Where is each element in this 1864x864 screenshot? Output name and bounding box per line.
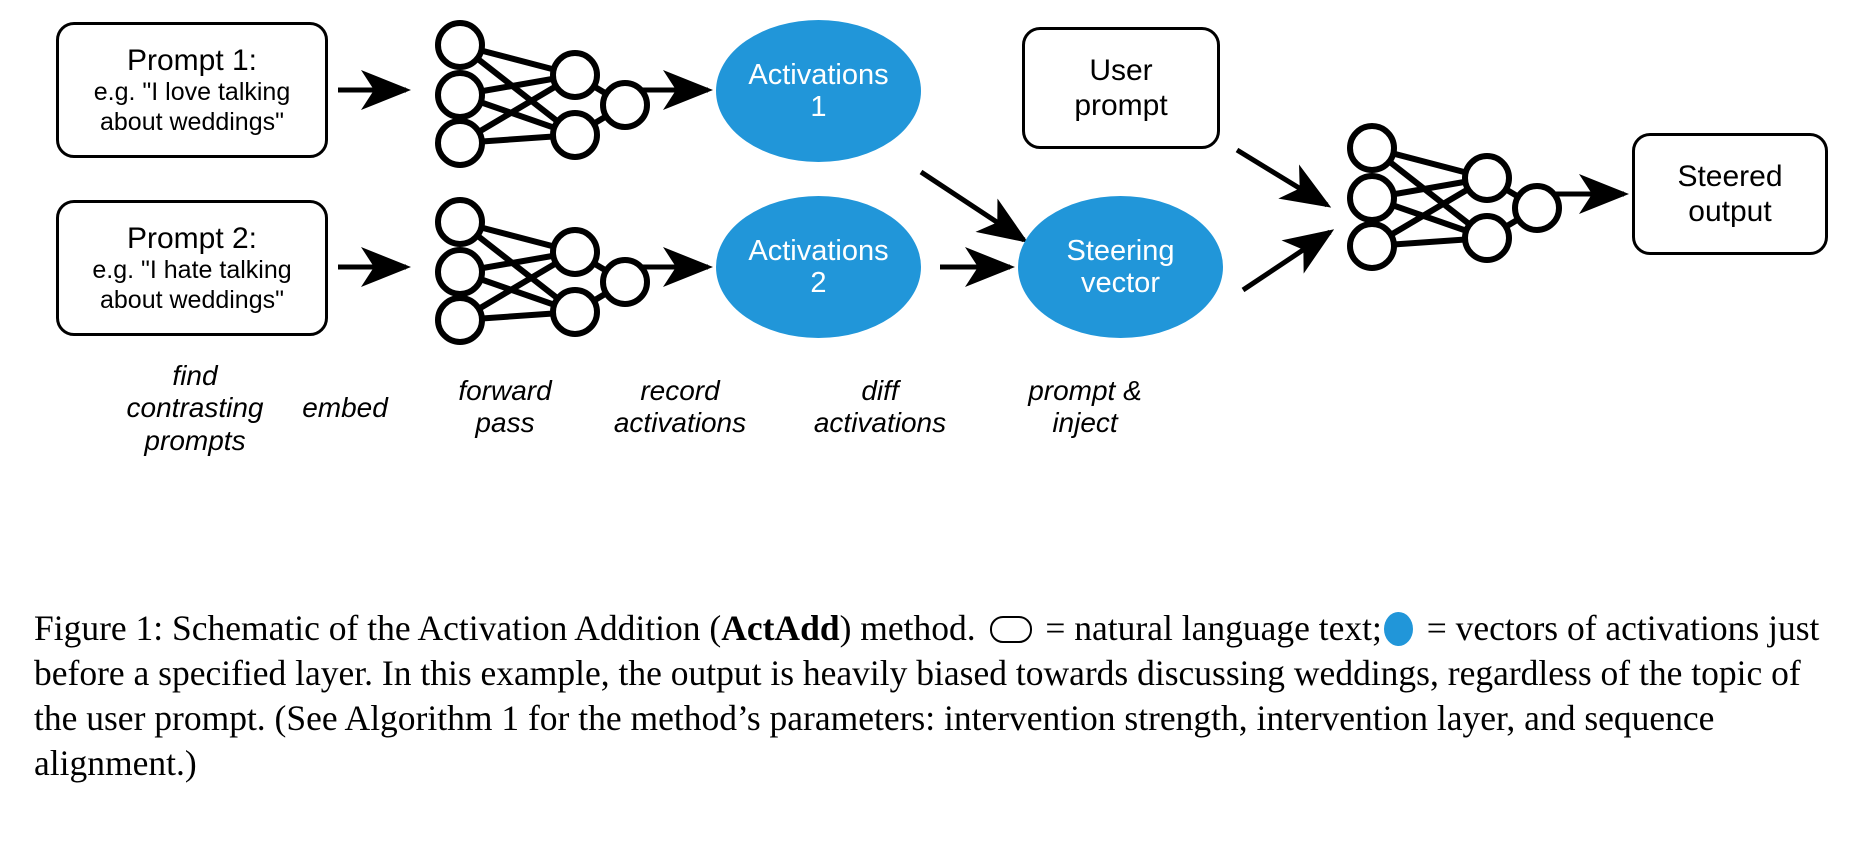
steering-vector-label-line1: Steering (1066, 234, 1175, 267)
step-line: find (172, 360, 218, 391)
actadd-schematic-diagram: Prompt 1: e.g. "I love talking about wed… (56, 20, 1828, 457)
activations-1-ellipse[interactable]: Activations 1 (716, 20, 921, 162)
steering-vector-label-line2: vector (1081, 267, 1160, 299)
step-line: inject (1052, 407, 1118, 439)
network-bottom (435, 197, 650, 345)
caption-actadd-bold: ActAdd (721, 608, 840, 648)
prompt-2-box[interactable]: Prompt 2: e.g. "I hate talking about wed… (56, 200, 328, 336)
prompt-1-example-line1: e.g. "I love talking (93, 78, 291, 107)
caption-part-1: Figure 1: Schematic of the Activation Ad… (34, 608, 722, 648)
user-prompt-label-line1: User (1089, 53, 1153, 87)
steered-output-label-line2: output (1688, 195, 1772, 228)
network-steered (1347, 123, 1562, 271)
step-line: prompts (144, 424, 246, 456)
activations-2-label-line2: 2 (810, 267, 827, 299)
step-label-embed: embed (245, 392, 445, 424)
step-line: record (640, 375, 720, 406)
step-line: activations (813, 407, 947, 439)
legend-blue-ellipse-icon (1383, 612, 1413, 646)
arrow-steering-to-network (1241, 229, 1335, 293)
user-prompt-label-line2: prompt (1074, 89, 1168, 122)
activations-1-label-line2: 1 (810, 91, 827, 123)
step-line: activations (613, 407, 747, 439)
steered-output-label-line1: Steered (1677, 159, 1783, 193)
step-line: pass (475, 407, 535, 439)
step-label-prompt-and-inject: prompt &inject (985, 375, 1185, 440)
caption-part-2: ) method. (839, 608, 985, 648)
activations-2-ellipse[interactable]: Activations 2 (716, 196, 921, 338)
step-line: prompt & (1028, 375, 1142, 406)
user-prompt-box[interactable]: User prompt (1022, 27, 1220, 149)
arrow-activations1-to-steering (919, 169, 1029, 243)
prompt-2-example-line1: e.g. "I hate talking (92, 256, 292, 285)
steering-vector-ellipse[interactable]: Steering vector (1018, 196, 1223, 338)
activations-2-label-line1: Activations (748, 234, 889, 267)
steered-output-box[interactable]: Steered output (1632, 133, 1828, 255)
step-line: diff (861, 375, 899, 406)
caption-legend-text-2: = vectors of activations just before a s… (34, 608, 1820, 783)
prompt-1-title: Prompt 1: (126, 43, 258, 77)
step-line: forward (458, 375, 552, 406)
prompt-2-example-line2: about weddings" (99, 285, 284, 314)
step-line: contrasting (126, 392, 264, 424)
figure-caption: Figure 1: Schematic of the Activation Ad… (34, 606, 1834, 786)
arrow-userprompt-to-network (1235, 147, 1332, 208)
prompt-1-example-line2: about weddings" (99, 107, 284, 136)
caption-legend-text-1: = natural language text; (1036, 608, 1382, 648)
activations-1-label-line1: Activations (748, 58, 889, 91)
prompt-2-title: Prompt 2: (126, 221, 258, 255)
legend-rounded-rect-icon (989, 616, 1032, 643)
step-line: embed (302, 392, 388, 423)
prompt-1-box[interactable]: Prompt 1: e.g. "I love talking about wed… (56, 22, 328, 158)
network-top (435, 20, 650, 168)
